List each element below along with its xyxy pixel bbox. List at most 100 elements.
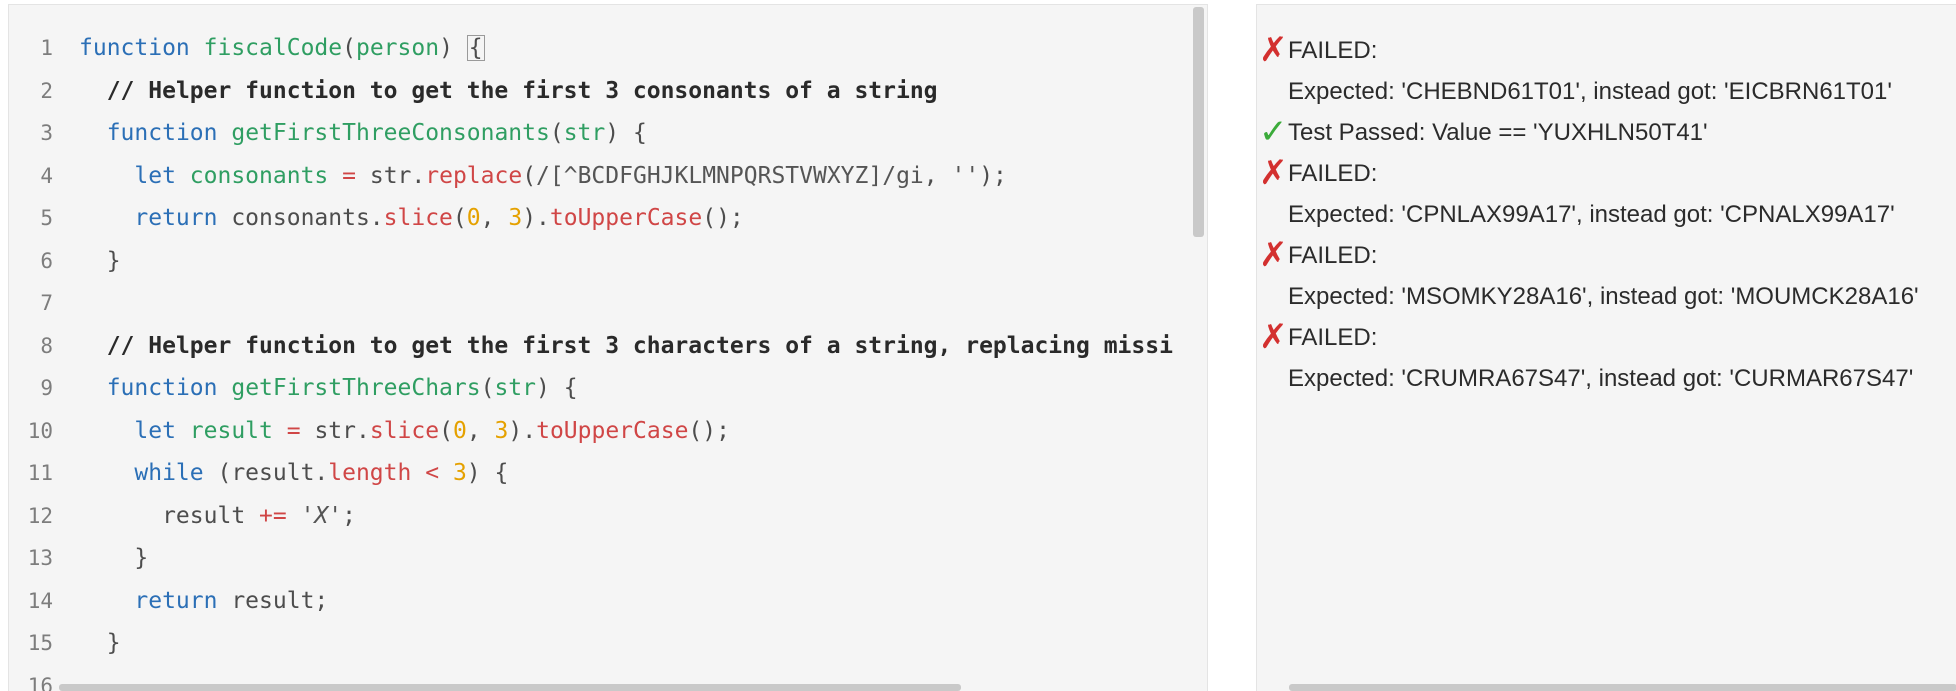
code-line[interactable]: 11 while (result.length < 3) { [9, 452, 1204, 495]
result-text: Expected: 'CRUMRA67S47', instead got: 'C… [1288, 365, 1914, 392]
code-token: (); [688, 417, 730, 444]
code-text[interactable]: function getFirstThreeChars(str) { [79, 367, 578, 410]
code-token: getFirstThreeChars [231, 375, 481, 401]
code-token [79, 78, 107, 104]
line-number: 11 [27, 461, 53, 485]
code-token: result [189, 417, 273, 444]
code-line[interactable]: 12 result += 'X'; [9, 495, 1204, 538]
code-token: while [134, 460, 204, 486]
code-line[interactable]: 5 return consonants.slice(0, 3).toUpperC… [9, 197, 1204, 240]
code-line[interactable]: 7 [9, 282, 1204, 325]
cross-icon: ✗ [1259, 235, 1288, 275]
code-token: ( [480, 375, 495, 401]
result-fail-row: ✗FAILED: [1257, 153, 1956, 194]
code-token: ) { [466, 460, 509, 486]
code-token: replace [425, 162, 523, 189]
code-token: , [923, 162, 952, 189]
line-number: 8 [40, 333, 53, 358]
cross-icon: ✗ [1259, 30, 1288, 70]
result-text: FAILED: [1288, 160, 1378, 187]
code-text[interactable]: return consonants.slice(0, 3).toUpperCas… [79, 197, 743, 240]
code-token: ( [522, 162, 537, 189]
result-detail: Expected: 'CRUMRA67S47', instead got: 'C… [1257, 358, 1956, 399]
code-token [176, 163, 190, 189]
code-text[interactable]: function getFirstThreeConsonants(str) { [79, 112, 647, 155]
code-text[interactable]: let result = str.slice(0, 3).toUpperCase… [79, 410, 730, 453]
code-token: 3 [494, 417, 509, 444]
code-line[interactable]: 9 function getFirstThreeChars(str) { [9, 367, 1204, 410]
code-text[interactable]: // Helper function to get the first 3 co… [79, 70, 938, 113]
line-number: 15 [27, 631, 53, 655]
line-number: 5 [40, 206, 53, 230]
result-text: FAILED: [1288, 37, 1378, 64]
code-line[interactable]: 15 } [9, 622, 1204, 665]
result-text: Expected: 'MSOMKY28A16', instead got: 'M… [1288, 283, 1919, 310]
results-horizontal-scrollbar[interactable] [1289, 684, 1956, 691]
editor-vertical-scroll-thumb[interactable] [1193, 7, 1204, 237]
code-token: length [328, 460, 412, 486]
line-number: 14 [27, 588, 53, 613]
code-line[interactable]: 2 // Helper function to get the first 3 … [9, 70, 1204, 113]
result-fail-row: ✗FAILED: [1257, 317, 1956, 358]
code-editor[interactable]: 1 function fiscalCode(person) {2 // Helpe… [8, 4, 1208, 691]
line-number: 1 [40, 36, 53, 60]
code-text[interactable]: return result; [79, 580, 328, 623]
code-token [287, 503, 301, 529]
code-token: slice [369, 417, 440, 444]
code-token: person [355, 35, 440, 61]
code-token: 3 [452, 460, 467, 486]
results-horizontal-scroll-thumb[interactable] [1289, 684, 1956, 691]
code-token [79, 333, 107, 359]
code-text[interactable]: let consonants = str.replace(/[^BCDFGHJK… [79, 155, 1007, 198]
code-line[interactable]: 1 function fiscalCode(person) { [9, 27, 1204, 70]
line-number: 16 [27, 673, 53, 691]
code-token: function [106, 375, 218, 401]
code-line[interactable]: 4 let consonants = str.replace(/[^BCDFGH… [9, 155, 1204, 198]
code-token [79, 205, 134, 231]
result-detail: Expected: 'CHEBND61T01', instead got: 'E… [1257, 71, 1956, 112]
code-token: result [79, 502, 260, 529]
cross-icon: ✗ [1259, 317, 1288, 357]
result-text: Expected: 'CPNLAX99A17', instead got: 'C… [1288, 201, 1895, 228]
code-text[interactable]: while (result.length < 3) { [79, 452, 508, 495]
code-token: ) [439, 35, 467, 61]
result-fail-row: ✗FAILED: [1257, 30, 1956, 71]
code-text[interactable]: } [79, 537, 148, 580]
code-token: ). [522, 205, 550, 231]
code-line[interactable]: 14 return result; [9, 580, 1204, 623]
code-token [79, 460, 134, 486]
code-token: ( [439, 417, 453, 444]
code-text[interactable]: result += 'X'; [79, 495, 356, 538]
code-text[interactable]: // Helper function to get the first 3 ch… [79, 325, 1173, 368]
code-token: ) { [605, 120, 647, 146]
code-token [79, 163, 134, 189]
code-text[interactable]: } [79, 240, 121, 283]
code-token: { [466, 35, 485, 61]
code-token: function [106, 120, 218, 146]
code-line[interactable]: 6 } [9, 240, 1204, 283]
result-pass-row: ✓Test Passed: Value == 'YUXHLN50T41' [1257, 112, 1956, 153]
code-token [79, 375, 107, 401]
line-number: 12 [27, 503, 53, 528]
code-line[interactable]: 3 function getFirstThreeConsonants(str) … [9, 112, 1204, 155]
code-token: consonants [189, 162, 329, 189]
code-token: /[^BCDFGHJKLMNPQRSTVWXYZ]/gi [536, 162, 924, 189]
code-line[interactable]: 10 let result = str.slice(0, 3).toUpperC… [9, 410, 1204, 453]
result-text: FAILED: [1288, 242, 1378, 269]
code-token: // Helper function to get the first 3 co… [106, 77, 938, 104]
code-area[interactable]: 1 function fiscalCode(person) {2 // Helpe… [9, 27, 1204, 691]
code-token: 0 [466, 205, 481, 231]
code-token: let [134, 162, 176, 189]
editor-vertical-scrollbar[interactable] [1193, 7, 1204, 691]
test-results-panel: ✗FAILED:Expected: 'CHEBND61T01', instead… [1256, 4, 1956, 691]
editor-horizontal-scrollbar[interactable] [59, 684, 1199, 691]
code-token [176, 418, 190, 444]
code-line[interactable]: 13 } [9, 537, 1204, 580]
code-line[interactable]: 16 [9, 665, 1204, 691]
code-token [273, 418, 287, 444]
code-text[interactable]: } [79, 622, 121, 665]
result-text: FAILED: [1288, 324, 1378, 351]
code-line[interactable]: 8 // Helper function to get the first 3 … [9, 325, 1204, 368]
code-text[interactable]: function fiscalCode(person) { [79, 27, 485, 70]
editor-horizontal-scroll-thumb[interactable] [59, 684, 961, 691]
